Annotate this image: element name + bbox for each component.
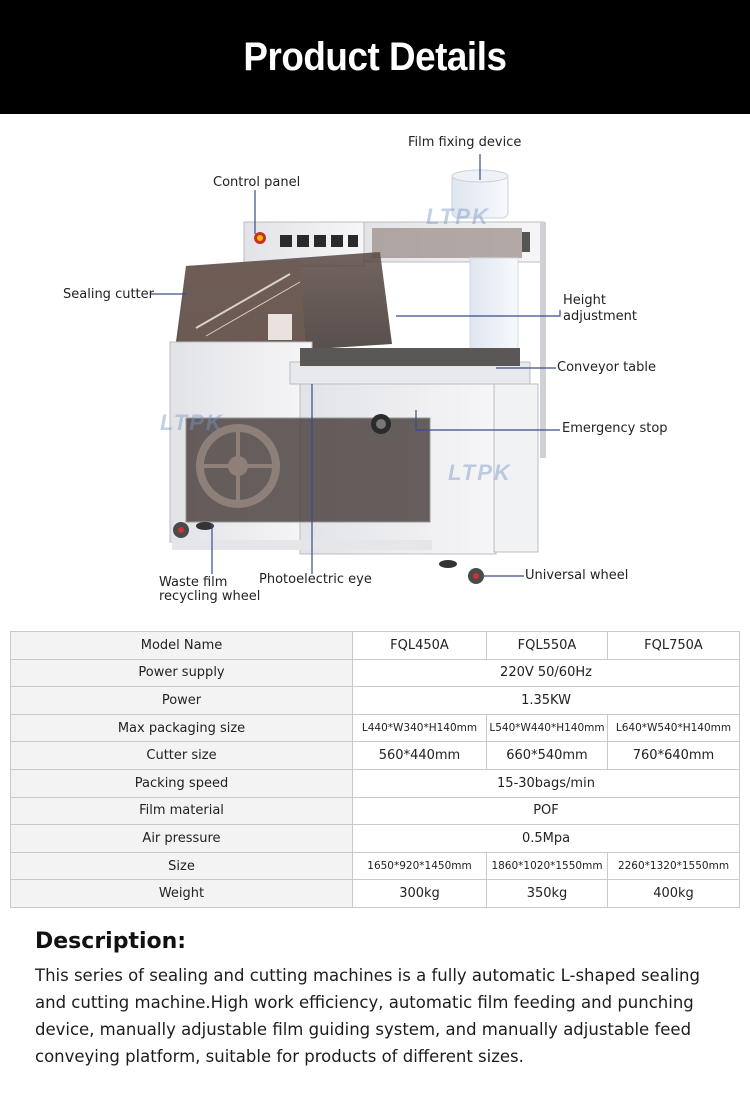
value-cell: 560*440mm (352, 741, 487, 770)
value-cell: L640*W540*H140mm (607, 713, 740, 743)
value-cell: 1650*920*1450mm (352, 851, 487, 881)
callout-height-adjustment-1: Height (563, 293, 606, 308)
value-cell: 1860*1020*1550mm (486, 851, 608, 881)
row-label: Model Name (10, 631, 353, 660)
sealing-hood (176, 252, 392, 350)
table-row: Cutter size 560*440mm 660*540mm 760*640m… (10, 741, 740, 770)
row-label: Film material (10, 796, 353, 826)
value-cell: 660*540mm (486, 741, 608, 770)
machine-illustration (150, 154, 561, 584)
watermark-top: LTPK (426, 204, 490, 229)
page-title: Product Details (243, 34, 507, 79)
description-text: This series of sealing and cutting machi… (35, 966, 700, 1066)
value-cell: 2260*1320*1550mm (607, 851, 740, 881)
value-cell: 400kg (607, 879, 740, 908)
value-cell: POF (352, 796, 740, 826)
machine-window (185, 417, 431, 523)
value-cell: 0.5Mpa (352, 824, 740, 853)
table-row: Film material POF (10, 796, 740, 826)
row-label: Power (10, 686, 353, 715)
table-row: Power 1.35KW (10, 686, 740, 715)
table-row: Size 1650*920*1450mm 1860*1020*1550mm 22… (10, 851, 740, 881)
table-row: Packing speed 15-30bags/min (10, 768, 740, 798)
model-cell: FQL550A (486, 631, 608, 660)
row-label: Packing speed (10, 768, 353, 798)
watermark-right: LTPK (448, 460, 512, 485)
spec-table: Model Name FQL450A FQL550A FQL750A Power… (10, 631, 740, 908)
table-row: Weight 300kg 350kg 400kg (10, 879, 740, 908)
value-cell: L440*W340*H140mm (352, 713, 487, 743)
value-cell: L540*W440*H140mm (486, 713, 608, 743)
callout-control-panel: Control panel (213, 175, 301, 190)
callout-film-fixing-device: Film fixing device (408, 135, 522, 150)
row-label: Max packaging size (10, 713, 353, 743)
callout-sealing-cutter: Sealing cutter (63, 287, 154, 302)
watermark-left: LTPK (160, 410, 224, 435)
callout-waste-film-1: Waste film (159, 575, 228, 590)
row-label: Size (10, 851, 353, 881)
row-label: Weight (10, 879, 353, 908)
table-row: Air pressure 0.5Mpa (10, 824, 740, 853)
value-cell: 220V 50/60Hz (352, 658, 740, 688)
row-label: Power supply (10, 658, 353, 688)
header-banner: Product Details (0, 0, 750, 114)
callout-lines (150, 154, 561, 577)
machine-diagram: LTPK LTPK LTPK Film fixing device Contro… (0, 114, 750, 619)
model-cell: FQL450A (352, 631, 487, 660)
callout-photoelectric-eye: Photoelectric eye (259, 572, 372, 587)
table-row: Max packaging size L440*W340*H140mm L540… (10, 713, 740, 743)
machine-wheels (172, 522, 484, 584)
callout-conveyor-table: Conveyor table (557, 360, 657, 375)
value-cell: 300kg (352, 879, 487, 908)
model-cell: FQL750A (607, 631, 740, 660)
callout-universal-wheel: Universal wheel (525, 568, 629, 583)
description-title: Description: (35, 929, 187, 954)
table-row: Model Name FQL450A FQL550A FQL750A (10, 631, 740, 660)
value-cell: 350kg (486, 879, 608, 908)
row-label: Cutter size (10, 741, 353, 770)
table-row: Power supply 220V 50/60Hz (10, 658, 740, 688)
callout-height-adjustment-2: adjustment (563, 309, 637, 324)
value-cell: 15-30bags/min (352, 768, 740, 798)
value-cell: 1.35KW (352, 686, 740, 715)
row-label: Air pressure (10, 824, 353, 853)
callout-emergency-stop: Emergency stop (562, 421, 668, 436)
value-cell: 760*640mm (607, 741, 740, 770)
callout-waste-film-2: recycling wheel (159, 589, 261, 604)
